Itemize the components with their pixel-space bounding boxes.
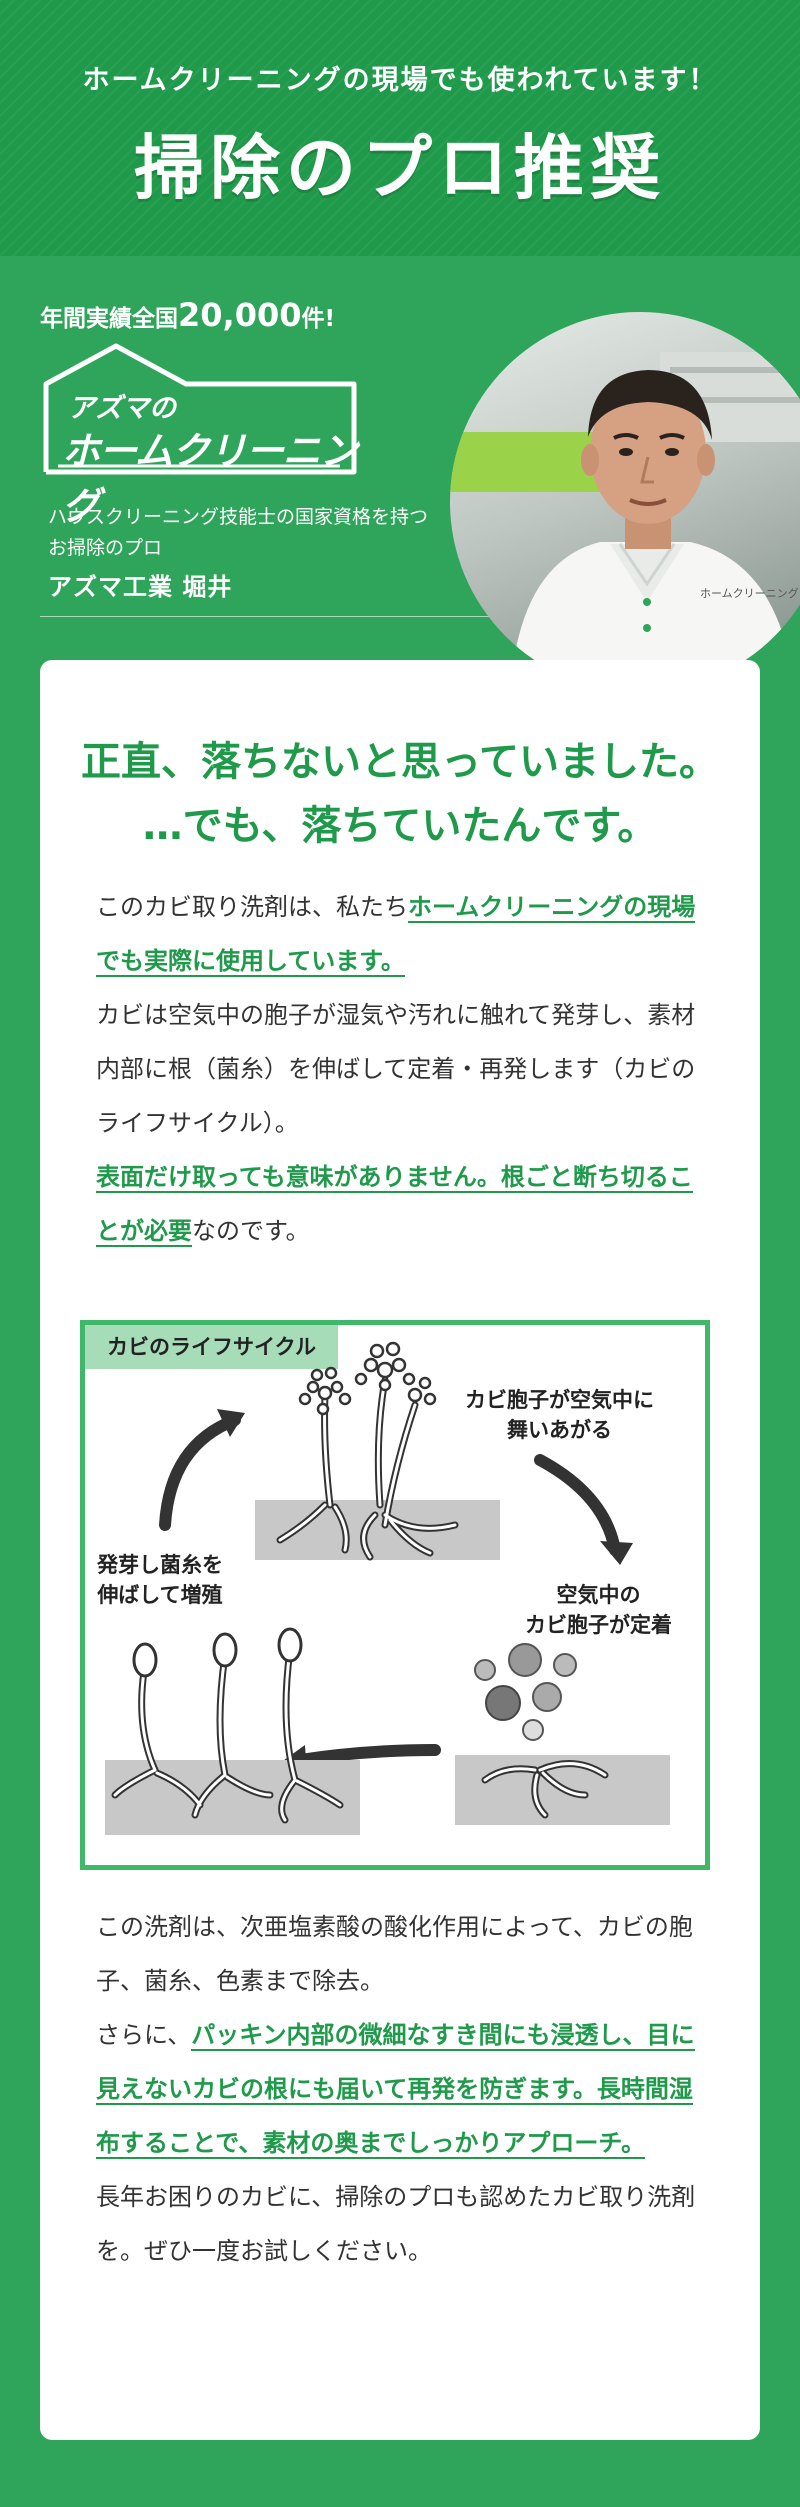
cycle-arrow-top-right [534,1454,621,1556]
paragraph-6: 長年お困りのカビに、掃除のプロも認めたカビ取り洗剤を。ぜひ一度お試しください。 [96,2183,696,2265]
brand-logo: アズマの ホームクリーニング [40,342,360,528]
headline-line1: 正直、落ちないと思っていました。 [81,739,719,785]
paragraph-3-text: なのです。 [192,1217,310,1245]
label-germinate-line2: 伸ばして増殖 [97,1583,223,1607]
profile-section: 年間実績全国20,000件! アズマの ホームクリーニング ハウスクリーニング技… [0,256,800,692]
label-germinate-line1: 発芽し菌糸を [97,1553,223,1577]
label-spores-settle: 空気中の カビ胞子が定着 [525,1580,672,1640]
person-illustration: ホームクリーニング [510,352,800,692]
label-spores-airborne-line1: カビ胞子が空気中に [465,1388,654,1412]
logo-line1: アズマの [68,393,176,424]
label-spores-airborne-line2: 舞いあがる [507,1418,612,1442]
paragraph-5: さらに、パッキン内部の微細なすき間にも浸透し、目に見えないカビの根にも届いて再発… [96,2008,716,2170]
person-photo: ホームクリーニング [450,312,800,692]
qualification-line2: お掃除のプロ [48,537,163,559]
shirt-logo: ホームクリーニング [700,586,799,600]
header-band: ホームクリーニングの現場でも使われています！ 掃除のプロ推奨 [0,0,800,256]
header-subtitle: ホームクリーニングの現場でも使われています！ [82,65,718,96]
stat-prefix: 年間実績全国 [40,306,178,332]
label-spores-airborne: カビ胞子が空気中に 舞いあがる [465,1385,654,1445]
hyphae-tips-icon [132,1627,303,1678]
paragraph-3-highlight: 表面だけ取っても意味がありません。根ごと断ち切ることが必要 [96,1163,693,1247]
stat-suffix: 件! [301,306,335,332]
header-title: 掃除のプロ推奨 [134,127,666,209]
person-name: アズマ工業 堀井 [48,573,233,601]
cycle-arrow-top-left [159,1414,241,1531]
paragraph-1-text: このカビ取り洗剤は、私たち [96,893,408,921]
airborne-spores-icon [474,1643,577,1741]
label-spores-settle-line1: 空気中の [556,1583,641,1607]
label-spores-settle-line2: カビ胞子が定着 [525,1613,672,1637]
qualification-text: ハウスクリーニング技能士の国家資格を持つ お掃除のプロ [48,502,428,564]
house-outline-icon [43,343,357,475]
paragraph-5-text: さらに、 [96,2021,192,2049]
cycle-arrow-bottom [294,1744,441,1766]
logo-line2: ホームクリーニング [62,429,358,528]
stat-number: 20,000 [178,296,302,334]
label-germinate: 発芽し菌糸を 伸ばして増殖 [97,1550,223,1610]
lifecycle-illustration [105,1341,670,1835]
detail-paragraphs: この洗剤は、次亜塩素酸の酸化作用によって、カビの胞子、菌糸、色素まで除去。 さら… [96,1900,716,2278]
mold-lifecycle-diagram: カビのライフサイクル [80,1320,710,1870]
annual-results: 年間実績全国20,000件! [40,296,335,334]
paragraph-3: 表面だけ取っても意味がありません。根ごと断ち切ることが必要なのです。 [96,1150,716,1258]
paragraph-1: このカビ取り洗剤は、私たちホームクリーニングの現場でも実際に使用しています。 [96,880,716,988]
paragraph-4: この洗剤は、次亜塩素酸の酸化作用によって、カビの胞子、菌糸、色素まで除去。 [96,1913,693,1995]
headline: 正直、落ちないと思っていました。 …でも、落ちていたんです。 [40,730,760,858]
paragraph-5-highlight: パッキン内部の微細なすき間にも浸透し、目に見えないカビの根にも届いて再発を防ぎま… [96,2021,695,2159]
diagram-tag: カビのライフサイクル [85,1325,338,1369]
qualification-line1: ハウスクリーニング技能士の国家資格を持つ [48,506,429,528]
intro-paragraphs: このカビ取り洗剤は、私たちホームクリーニングの現場でも実際に使用しています。 カ… [96,880,716,1258]
content-card: 正直、落ちないと思っていました。 …でも、落ちていたんです。 このカビ取り洗剤は… [40,660,760,2440]
profile-divider [40,616,540,617]
paragraph-1-highlight: ホームクリーニングの現場でも実際に使用しています。 [96,893,696,977]
paragraph-2: カビは空気中の胞子が湿気や汚れに触れて発芽し、素材内部に根（菌糸）を伸ばして定着… [96,1001,696,1137]
spore-cluster-icon [298,1341,437,1416]
headline-line2: …でも、落ちていたんです。 [142,803,658,849]
